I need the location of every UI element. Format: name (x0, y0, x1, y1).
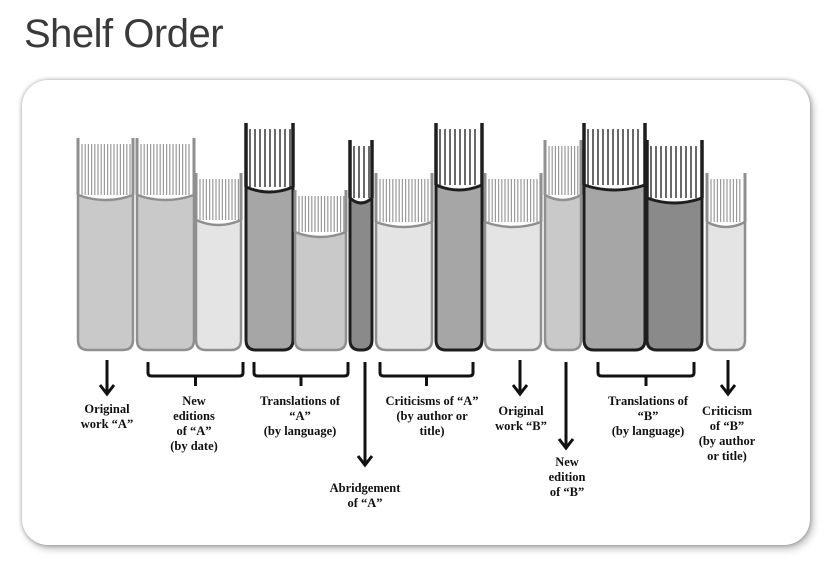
book (293, 190, 348, 352)
book-pages (350, 140, 372, 198)
book-pages (196, 173, 241, 220)
book-spine-edge (135, 138, 196, 195)
label-criticism-b: Criticism of “B” (by author or title) (698, 404, 756, 463)
label-criticisms-a: Criticisms of “A” (by author or title) (385, 394, 479, 438)
book (194, 173, 243, 352)
book-cover (543, 192, 583, 352)
book-cover (293, 230, 348, 352)
page-title: Shelf Order (24, 12, 224, 56)
book-spine-edge (582, 123, 647, 185)
book-cover (374, 220, 434, 352)
book-cover (76, 193, 135, 352)
book-cover (244, 184, 295, 352)
book (135, 138, 196, 352)
book (434, 123, 484, 352)
book-spine-edge (348, 140, 374, 198)
book (374, 173, 434, 352)
book-spine-edge (374, 173, 434, 222)
arrow-new-edition-b (557, 362, 575, 451)
book (76, 138, 135, 352)
label-abridgement-a: Abridgement of “A” (329, 481, 401, 510)
label-original-work-a: Original work “A” (80, 402, 134, 431)
book-cover (348, 194, 374, 352)
book-pages (545, 140, 581, 195)
book-cover (434, 182, 484, 352)
book-spine-edge (434, 123, 484, 185)
book (348, 140, 374, 352)
bracket-translations-a (252, 362, 350, 386)
book (645, 140, 704, 352)
arrow-abridgement-a (356, 362, 374, 468)
book-cover (582, 182, 647, 352)
book (483, 173, 543, 352)
book-pages (295, 190, 346, 232)
book (582, 123, 647, 352)
book-spine-edge (293, 190, 348, 232)
label-new-editions-a: New editions of “A” (by date) (170, 394, 218, 453)
book-pages (485, 173, 541, 222)
arrow-original-work-a (98, 360, 116, 397)
book-cover (483, 220, 543, 352)
label-original-work-b: Original work “B” (495, 404, 547, 433)
book-spine-edge (76, 138, 135, 195)
book (705, 173, 747, 352)
book-pages (707, 173, 745, 222)
bracket-new-editions-a (146, 362, 245, 386)
book-cover (194, 218, 243, 352)
book-pages (376, 173, 432, 222)
label-translations-b: Translations of “B” (by language) (608, 394, 688, 438)
book-pages (584, 123, 645, 185)
book-spine-edge (645, 140, 704, 198)
bracket-translations-b (596, 362, 696, 386)
book (543, 140, 583, 352)
book-cover (135, 193, 196, 352)
bracket-criticisms-a (378, 362, 475, 386)
book (244, 123, 295, 352)
book-cover (705, 219, 747, 352)
book-spine-edge (194, 173, 243, 220)
arrow-criticism-b (719, 360, 737, 397)
book-spine-edge (483, 173, 543, 222)
book-spine-edge (543, 140, 583, 195)
book-spine-edge (705, 173, 747, 222)
book-cover (645, 195, 704, 352)
arrow-original-work-b (511, 360, 529, 397)
book-spine-edge (244, 123, 295, 187)
book-pages (78, 138, 133, 195)
label-translations-a: Translations of “A” (by language) (260, 394, 340, 438)
label-new-edition-b: New edition of “B” (548, 455, 586, 499)
